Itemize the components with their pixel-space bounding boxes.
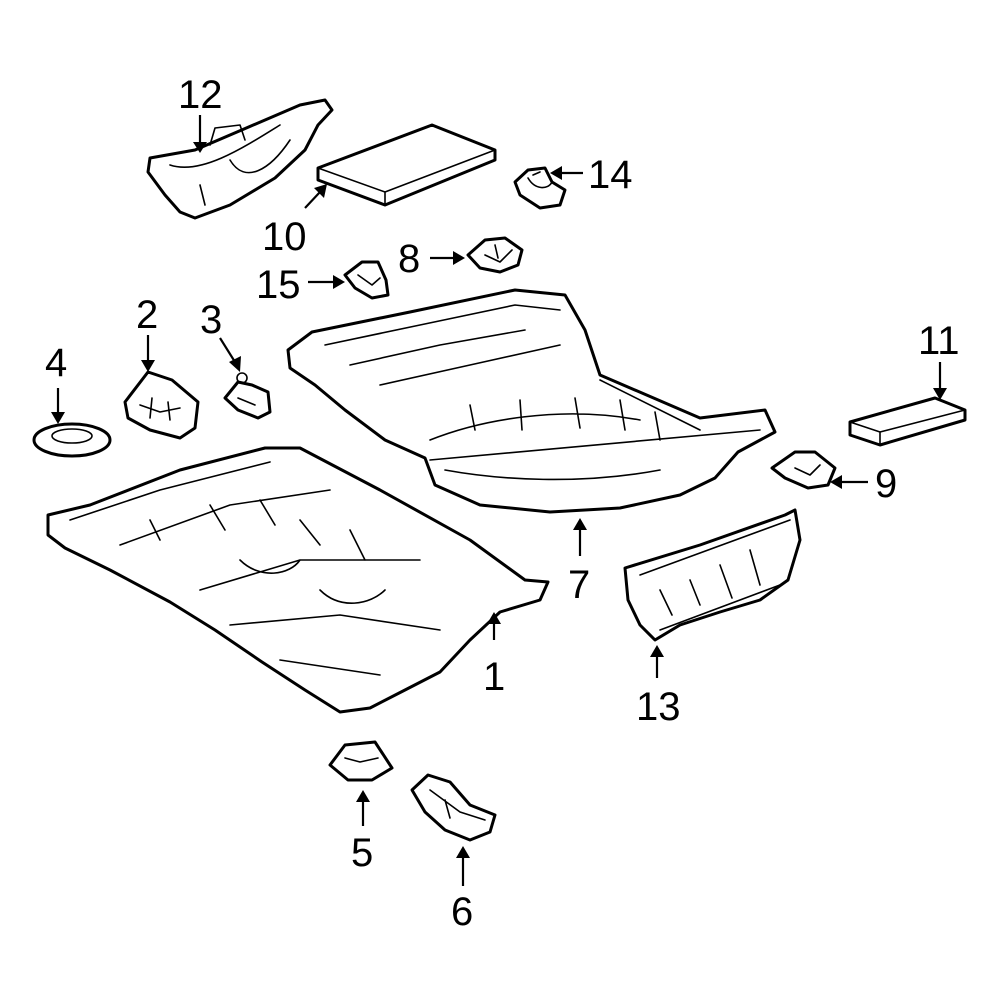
part-12-shape[interactable] <box>146 98 334 220</box>
callout-5: 5 <box>351 831 373 875</box>
part-3-shape[interactable] <box>223 372 272 420</box>
callout-arrows <box>51 115 947 886</box>
part-14-shape[interactable] <box>513 166 567 210</box>
part-2-shape[interactable] <box>123 370 200 440</box>
part-9-shape[interactable] <box>770 450 837 490</box>
callout-14: 14 <box>588 153 633 197</box>
callout-13: 13 <box>636 685 681 729</box>
callout-2: 2 <box>136 293 158 337</box>
callout-8: 8 <box>398 237 420 281</box>
callout-1: 1 <box>483 655 505 699</box>
callout-12: 12 <box>178 73 223 117</box>
part-13-shape[interactable] <box>623 508 802 642</box>
callout-10: 10 <box>262 215 307 259</box>
part-15-shape[interactable] <box>343 260 390 300</box>
part-11-shape[interactable] <box>848 396 967 447</box>
callout-6: 6 <box>451 890 473 934</box>
callout-3: 3 <box>200 298 222 342</box>
callout-7: 7 <box>568 563 590 607</box>
callout-15: 15 <box>256 263 301 307</box>
part-8-shape[interactable] <box>466 236 524 274</box>
callout-9: 9 <box>875 462 897 506</box>
part-1-shape[interactable] <box>46 446 550 714</box>
part-10-shape[interactable] <box>316 123 497 207</box>
part-7-shape[interactable] <box>286 288 777 514</box>
callout-11: 11 <box>918 319 960 363</box>
part-5-shape[interactable] <box>328 740 394 782</box>
callout-4: 4 <box>45 341 67 385</box>
part-6-shape[interactable] <box>410 773 497 842</box>
part-4-shape[interactable] <box>32 422 112 458</box>
